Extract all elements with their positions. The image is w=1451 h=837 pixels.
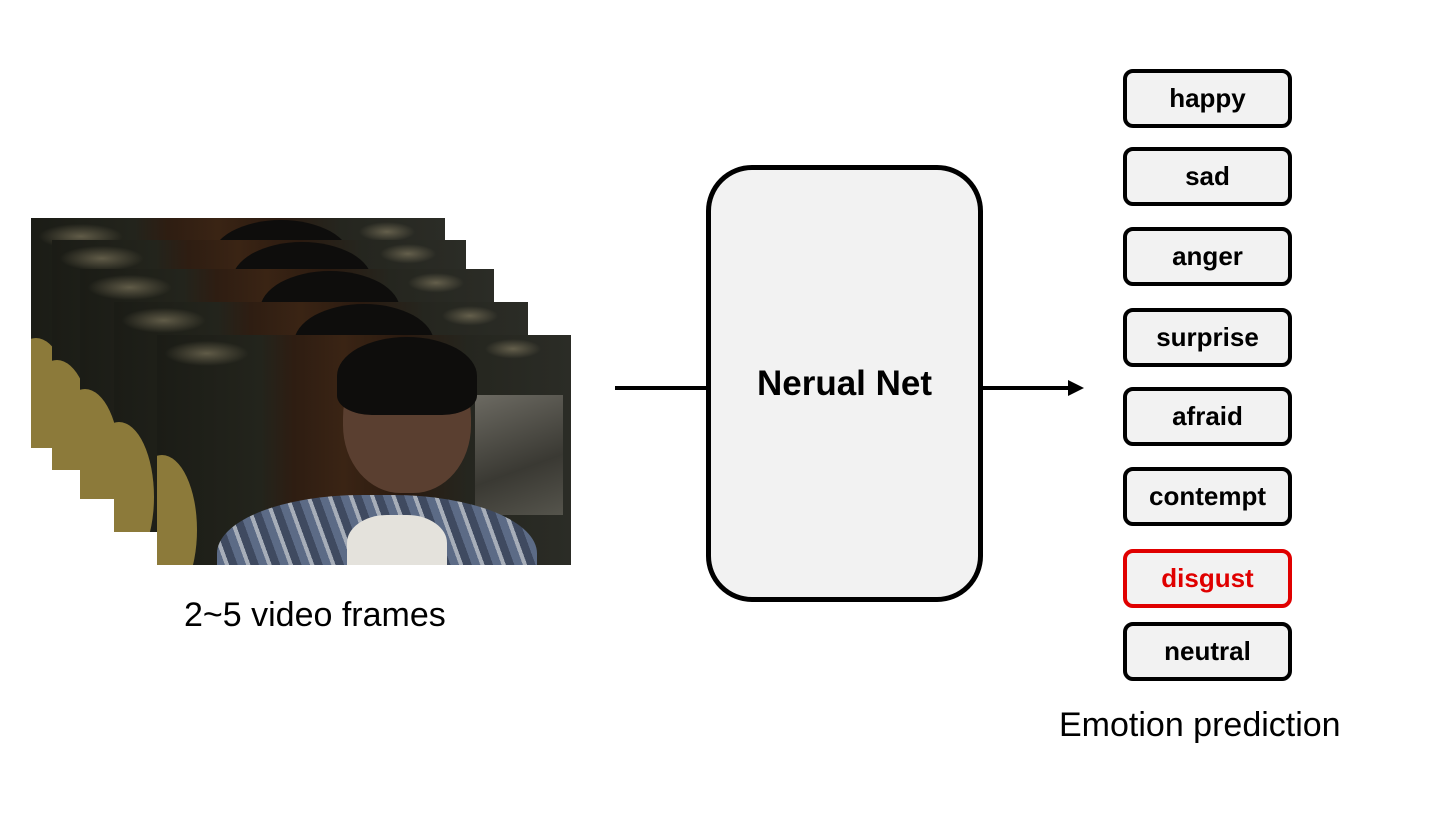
neural-net-label: Nerual Net bbox=[756, 363, 933, 403]
video-frame-5 bbox=[157, 335, 571, 565]
output-caption: Emotion prediction bbox=[1059, 706, 1341, 744]
emotion-anger: anger bbox=[1123, 227, 1292, 286]
emotion-disgust-predicted: disgust bbox=[1123, 549, 1292, 608]
emotion-afraid: afraid bbox=[1123, 387, 1292, 446]
emotion-happy: happy bbox=[1123, 69, 1292, 128]
neural-net-box: Nerual Net bbox=[706, 165, 983, 602]
output-arrowhead-icon bbox=[1068, 380, 1084, 396]
input-caption: 2~5 video frames bbox=[184, 596, 446, 634]
emotion-contempt: contempt bbox=[1123, 467, 1292, 526]
emotion-sad: sad bbox=[1123, 147, 1292, 206]
output-arrow-line bbox=[983, 386, 1069, 390]
emotion-neutral: neutral bbox=[1123, 622, 1292, 681]
input-arrow bbox=[615, 386, 706, 390]
emotion-surprise: surprise bbox=[1123, 308, 1292, 367]
